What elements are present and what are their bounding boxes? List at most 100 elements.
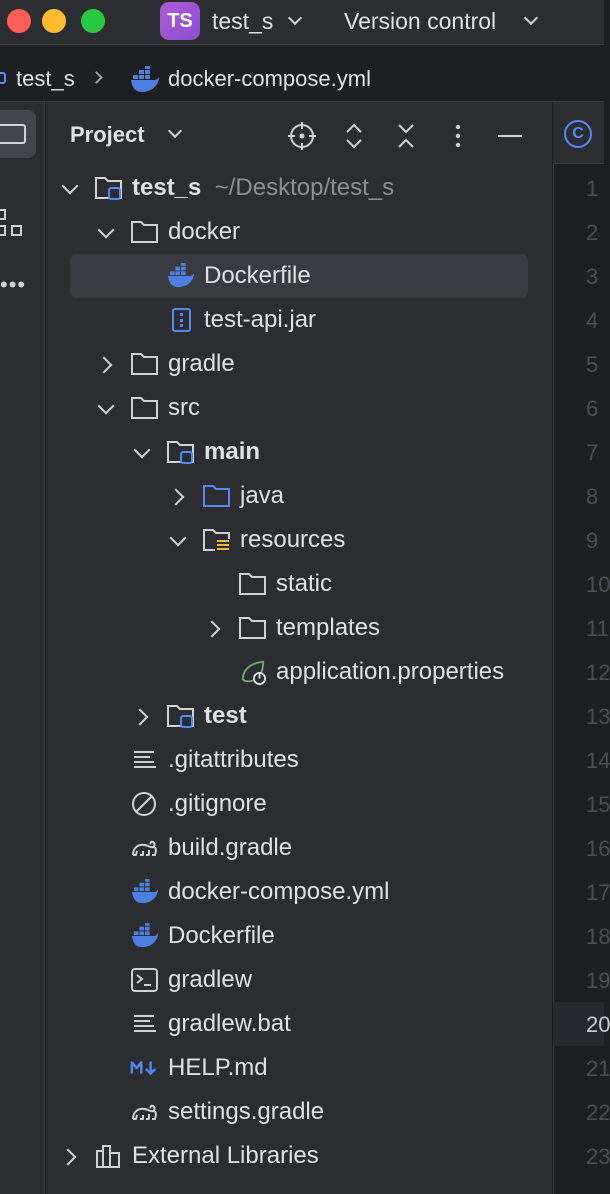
tree-row-main[interactable]: main — [46, 430, 552, 474]
chevron-right-icon[interactable] — [206, 620, 222, 636]
tree-label: docker-compose.yml — [168, 878, 390, 905]
line-number: 1 — [586, 176, 599, 201]
line-number: 16 — [586, 836, 610, 861]
tree-row-dockerfile[interactable]: Dockerfile — [46, 914, 552, 958]
folder-icon — [131, 353, 158, 375]
folder-icon — [239, 617, 266, 639]
class-icon[interactable]: C — [564, 120, 592, 148]
collapse-all-icon[interactable] — [390, 120, 422, 152]
tree-label: templates — [276, 614, 381, 641]
project-badge[interactable]: TS — [160, 2, 200, 40]
chevron-right-icon[interactable] — [170, 488, 186, 504]
chevron-right-icon[interactable] — [62, 1148, 78, 1164]
module-folder-icon — [167, 441, 194, 464]
tree-row-gitattributes[interactable]: .gitattributes — [46, 738, 552, 782]
tree-row-src[interactable]: src — [46, 386, 552, 430]
module-folder-icon — [95, 177, 122, 200]
tree-label: .gitignore — [168, 790, 267, 817]
text-file-icon — [134, 751, 156, 768]
line-number: 15 — [586, 792, 610, 817]
hide-icon[interactable] — [494, 120, 526, 152]
tree-row-docker-compose[interactable]: docker-compose.yml — [46, 870, 552, 914]
breadcrumb — [0, 44, 604, 102]
tree-row-docker-dockerfile[interactable]: Dockerfile — [46, 254, 552, 298]
structure-icon[interactable] — [0, 208, 26, 238]
tree-label: .gitattributes — [168, 746, 299, 773]
line-number: 22 — [586, 1100, 610, 1125]
project-tool-button[interactable] — [0, 110, 36, 158]
expand-all-icon[interactable] — [338, 120, 370, 152]
panel-title[interactable]: Project — [70, 122, 145, 147]
line-number: 3 — [586, 264, 599, 289]
folder-icon — [131, 221, 158, 243]
project-selector[interactable]: test_s — [212, 8, 274, 34]
line-number: 10 — [586, 572, 610, 597]
docker-icon — [131, 66, 159, 92]
line-number: 4 — [586, 308, 599, 333]
line-number: 11 — [586, 616, 609, 641]
locate-icon[interactable] — [286, 120, 318, 152]
line-number: 23 — [586, 1144, 610, 1169]
chevron-right-icon[interactable] — [134, 708, 150, 724]
zoom-window-button[interactable] — [81, 9, 105, 33]
chevron-down-icon[interactable] — [98, 400, 114, 416]
tree-row-gradle[interactable]: gradle — [46, 342, 552, 386]
tree-row-gradlew-bat[interactable]: gradlew.bat — [46, 1002, 552, 1046]
line-number: 21 — [586, 1056, 610, 1081]
line-number: 13 — [586, 704, 610, 729]
folder-icon — [131, 397, 158, 419]
minimize-window-button[interactable] — [42, 9, 66, 33]
tree-label: build.gradle — [168, 834, 293, 861]
line-number: 7 — [586, 440, 599, 465]
markdown-icon — [130, 1061, 157, 1076]
line-number: 19 — [586, 968, 610, 993]
tree-row-static[interactable]: static — [46, 562, 552, 606]
resources-folder-icon — [203, 529, 230, 552]
chevron-down-icon[interactable] — [170, 532, 186, 548]
tree-row-help-md[interactable]: HELP.md — [46, 1046, 552, 1090]
tree-row-templates[interactable]: templates — [46, 606, 552, 650]
gradle-icon — [132, 1104, 157, 1120]
tree-row-test-api-jar[interactable]: test-api.jar — [46, 298, 552, 342]
more-icon[interactable]: ••• — [0, 272, 27, 297]
breadcrumb-item-file[interactable]: docker-compose.yml — [168, 66, 371, 91]
more-options-icon[interactable] — [442, 120, 474, 152]
tree-row-docker[interactable]: docker — [46, 210, 552, 254]
tree-row-resources[interactable]: resources — [46, 518, 552, 562]
tree-label: src — [168, 394, 200, 421]
tree-label: docker — [168, 218, 241, 245]
breadcrumb-item-project[interactable]: test_s — [16, 66, 75, 91]
close-window-button[interactable] — [7, 9, 31, 33]
tree-row-application-properties[interactable]: application.properties — [46, 650, 552, 694]
tree-label: test — [204, 702, 247, 729]
terminal-icon — [131, 968, 158, 992]
line-number: 9 — [586, 528, 599, 553]
chevron-down-icon[interactable] — [134, 444, 150, 460]
current-line-number: 20 — [586, 1012, 610, 1037]
tree-label: External Libraries — [132, 1142, 319, 1169]
tree-row-test[interactable]: test — [46, 694, 552, 738]
docker-icon — [168, 263, 194, 288]
tree-row-external-libraries[interactable]: External Libraries — [46, 1134, 552, 1178]
folder-icon — [239, 573, 266, 595]
tree-label: gradle — [168, 350, 235, 377]
chevron-right-icon[interactable] — [98, 356, 114, 372]
library-icon — [96, 1145, 120, 1168]
chevron-down-icon[interactable] — [98, 224, 114, 240]
version-control-menu[interactable]: Version control — [344, 8, 497, 34]
tree-label: Dockerfile — [204, 262, 311, 289]
archive-icon — [172, 308, 191, 332]
line-number: 17 — [586, 880, 610, 905]
tree-row-build-gradle[interactable]: build.gradle — [46, 826, 552, 870]
tree-row-java[interactable]: java — [46, 474, 552, 518]
tree-row-settings-gradle[interactable]: settings.gradle — [46, 1090, 552, 1134]
tree-row-gradlew[interactable]: gradlew — [46, 958, 552, 1002]
line-number: 8 — [586, 484, 599, 509]
tree-label: gradlew.bat — [168, 1010, 291, 1037]
chevron-down-icon[interactable] — [62, 180, 78, 196]
tree-row-root[interactable]: test_s ~/Desktop/test_s — [46, 166, 552, 210]
tree-label: test_s ~/Desktop/test_s — [132, 174, 395, 201]
line-number: 6 — [586, 396, 599, 421]
tree-row-gitignore[interactable]: .gitignore — [46, 782, 552, 826]
ignore-file-icon — [132, 792, 156, 816]
